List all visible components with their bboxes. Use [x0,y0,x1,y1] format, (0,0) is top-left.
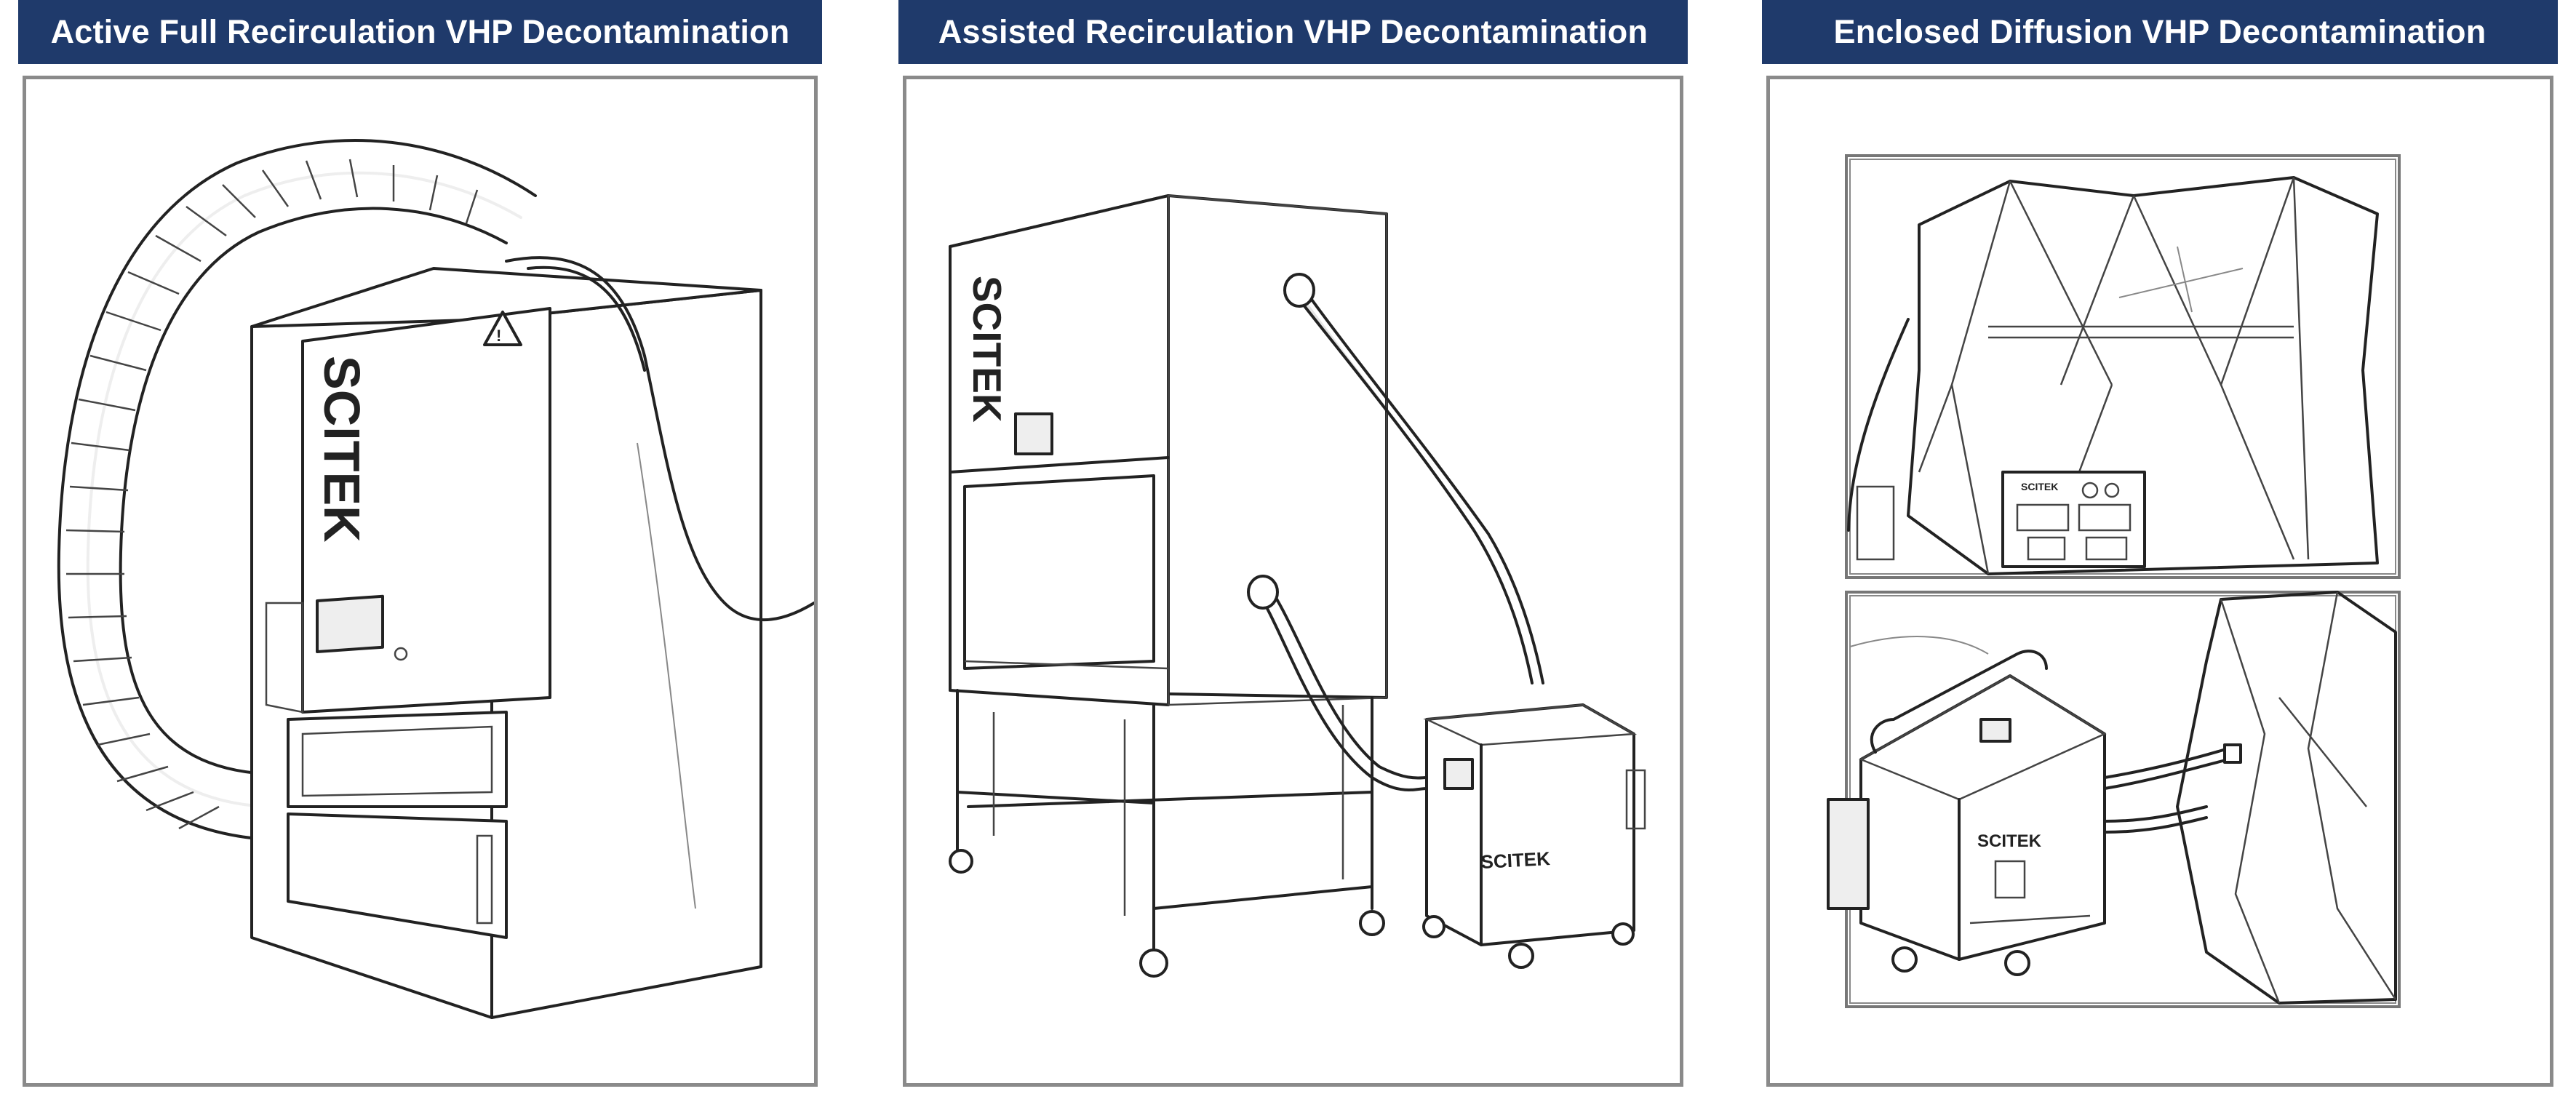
panel-title: Enclosed Diffusion VHP Decontamination [1762,0,2558,64]
biosafety-cabinet: SCITEK [949,194,1388,978]
enclosed-cabinet-photo: SCITEK [1845,154,2401,579]
vhp-generator: SCITEK [1422,703,1646,969]
recirculation-hoses [1247,273,1544,791]
display-screen [316,594,384,654]
illustration-frame: SCITEK [903,76,1683,1087]
enclosed-generator-photo: SCITEK [1827,591,2401,1008]
logo-scitek: SCITEK [314,356,370,543]
cabinet-unit: ! SCITEK [250,256,814,1019]
logo-scitek-cabinet: SCITEK [965,276,1010,423]
panel-assisted-recirculation: Assisted Recirculation VHP Decontaminati… [898,0,1688,1094]
panel-active-full-recirculation: Active Full Recirculation VHP Decontamin… [18,0,822,1094]
panel-title: Active Full Recirculation VHP Decontamin… [18,0,822,64]
active-recirculation-illustration: ! SCITEK [57,139,814,1019]
logo-scitek-bottom: SCITEK [1977,831,2042,851]
illustration-frame: ! SCITEK [23,76,818,1087]
assisted-recirculation-illustration: SCITEK [949,194,1646,978]
illustration-frame: SCITEK [1766,76,2553,1087]
display-screen [1014,412,1053,455]
generator-display [1443,758,1474,790]
hazard-warning-icon [483,311,522,346]
panel-enclosed-diffusion: Enclosed Diffusion VHP Decontamination S… [1762,0,2558,1094]
enclosed-diffusion-illustration: SCITEK [1827,154,2401,1008]
panel-title: Assisted Recirculation VHP Decontaminati… [898,0,1688,64]
svg-text:!: ! [496,327,501,345]
logo-scitek-top: SCITEK [2021,481,2058,492]
logo-scitek-generator: SCITEK [1480,847,1551,873]
generator-front-panel [2001,471,2146,568]
